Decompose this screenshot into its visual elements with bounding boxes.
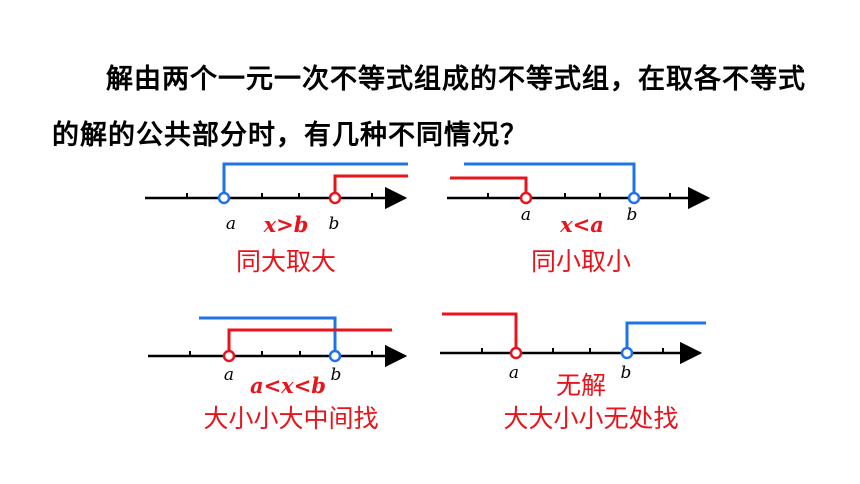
blue-solution-ray [625, 321, 706, 353]
red-solution-ray [442, 312, 518, 353]
point-a-marker [217, 191, 231, 205]
red-solution-ray [450, 176, 528, 198]
point-a-label: a [521, 205, 531, 225]
case-middle: a b a<x<b 大小小大中间找 [148, 316, 408, 433]
point-a-marker [222, 349, 236, 363]
solution-label: x<a [559, 212, 604, 237]
point-a-marker [509, 346, 523, 360]
solution-label: 无解 [556, 371, 606, 400]
rule-label: 大大小小无处找 [503, 404, 678, 433]
point-b-label: b [627, 205, 638, 225]
red-solution-ray [333, 174, 408, 198]
solution-label: x>b [263, 212, 309, 237]
blue-solution-ray [464, 162, 636, 198]
tick-marks [481, 348, 664, 353]
case-no-solution: a b 无解 大大小小无处找 [440, 312, 706, 433]
blue-solution-ray [199, 316, 337, 356]
question-text: 解由两个一元一次不等式组成的不等式组，在取各不等式的解的公共部分时，有几种不同情… [52, 64, 806, 151]
rule-label: 同大取大 [236, 247, 336, 276]
rule-label: 同小取小 [531, 247, 631, 276]
point-b-marker [620, 346, 634, 360]
solution-label: a<x<b [250, 373, 326, 398]
point-b-marker [328, 349, 342, 363]
red-solution-ray [227, 328, 392, 356]
blue-solution-ray [222, 162, 408, 198]
case-same-less: a b x<a 同小取小 [447, 162, 711, 276]
point-a-marker [519, 191, 533, 205]
point-a-label: a [509, 363, 519, 383]
point-b-label: b [331, 365, 342, 385]
tick-marks [186, 193, 373, 198]
tick-marks [189, 351, 373, 356]
point-a-label: a [224, 365, 234, 385]
point-b-marker [328, 191, 342, 205]
point-b-marker [627, 191, 641, 205]
case-same-greater: a b x>b 同大取大 [145, 162, 408, 276]
point-b-label: b [329, 214, 340, 234]
point-b-label: b [621, 363, 632, 383]
tick-marks [487, 193, 671, 198]
point-a-label: a [226, 214, 236, 234]
rule-label: 大小小大中间找 [203, 404, 378, 433]
